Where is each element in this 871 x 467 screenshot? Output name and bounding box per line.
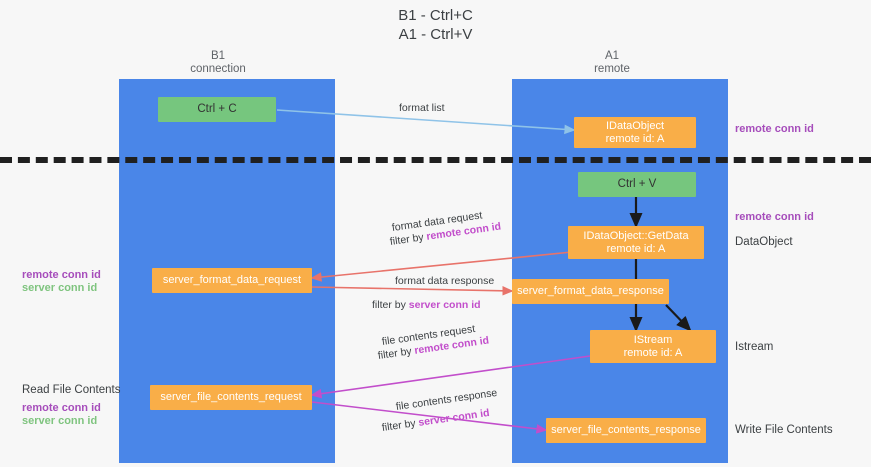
filter-prefix: filter by <box>389 230 428 248</box>
box-getdata-line1: IDataObject::GetData <box>583 229 689 242</box>
lane-header-b1-role: connection <box>190 63 246 75</box>
annotation-right-write-file-contents: Write File Contents <box>735 424 833 436</box>
box-server-format-data-request[interactable]: server_format_data_request <box>152 268 312 293</box>
box-getdata-line2: remote id: A <box>606 242 666 255</box>
box-server-file-contents-request[interactable]: server_file_contents_request <box>150 385 312 410</box>
annotation-right-remote-conn-id-top: remote conn id <box>735 123 814 135</box>
box-getdata[interactable]: IDataObject::GetData remote id: A <box>568 226 704 259</box>
lane-header-a1-name: A1 <box>604 50 620 62</box>
filter-key-server-conn-id: server conn id <box>408 299 481 311</box>
box-idataobject[interactable]: IDataObject remote id: A <box>574 117 696 148</box>
box-ctrl-v[interactable]: Ctrl + V <box>578 172 696 197</box>
lane-header-b1: B1 connection <box>108 50 328 76</box>
edge-label-format-data-response-filter: filter by server conn id <box>372 298 481 312</box>
box-istream-line1: IStream <box>633 333 673 346</box>
annotation-right-dataobject: DataObject <box>735 236 793 248</box>
box-server-format-data-response[interactable]: server_format_data_response <box>512 279 669 304</box>
box-idataobject-line2: remote id: A <box>605 132 665 145</box>
annotation-left-read-file-contents: Read File Contents <box>22 384 121 396</box>
filter-prefix: filter by <box>381 416 420 434</box>
annotation-left-server-conn-id-bottom: server conn id <box>22 415 98 427</box>
title-line-2: A1 - Ctrl+V <box>398 26 473 43</box>
annotation-left-server-conn-id-mid: server conn id <box>22 282 98 294</box>
filter-prefix: filter by <box>377 344 416 362</box>
box-server-file-contents-response[interactable]: server_file_contents_response <box>546 418 706 443</box>
box-idataobject-line1: IDataObject <box>605 119 665 132</box>
box-istream-line2: remote id: A <box>623 346 683 359</box>
annotation-left-remote-conn-id-mid: remote conn id <box>22 269 101 281</box>
filter-key-server-conn-id: server conn id <box>417 406 491 429</box>
lane-header-a1: A1 remote <box>502 50 722 76</box>
title-line-1: B1 - Ctrl+C <box>398 7 473 24</box>
edge-label-format-data-response: format data response <box>395 275 495 287</box>
annotation-left-remote-conn-id-bottom: remote conn id <box>22 402 101 414</box>
annotation-right-istream: Istream <box>735 341 774 353</box>
lane-header-b1-name: B1 <box>210 50 226 62</box>
page-title: B1 - Ctrl+C A1 - Ctrl+V <box>0 6 871 44</box>
box-istream[interactable]: IStream remote id: A <box>590 330 716 363</box>
annotation-right-remote-conn-id-mid: remote conn id <box>735 211 814 223</box>
edge-label-format-list: format list <box>399 102 445 114</box>
phase-divider <box>0 157 871 163</box>
filter-prefix: filter by <box>372 299 409 311</box>
lane-header-a1-role: remote <box>594 63 630 75</box>
box-ctrl-c[interactable]: Ctrl + C <box>158 97 276 122</box>
